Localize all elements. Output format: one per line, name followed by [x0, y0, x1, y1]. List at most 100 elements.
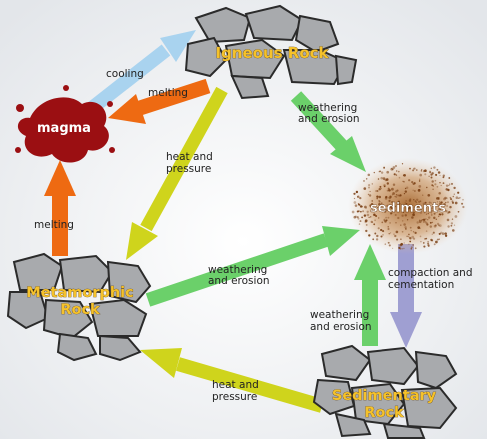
- sediment-speck: [432, 185, 434, 187]
- sediment-speck: [384, 220, 387, 223]
- sediment-speck: [409, 240, 412, 243]
- sediment-speck: [438, 200, 441, 203]
- sediment-speck: [434, 179, 437, 182]
- sediment-speck: [372, 206, 375, 209]
- sediment-speck: [390, 206, 394, 210]
- label-compaction-2: cementation: [388, 279, 454, 291]
- sediment-speck: [414, 247, 417, 250]
- sediment-speck: [452, 229, 455, 232]
- sediment-speck: [450, 224, 453, 227]
- sediment-speck: [389, 206, 391, 209]
- sediment-speck: [444, 196, 447, 200]
- sediment-speck: [365, 223, 368, 226]
- sediment-speck: [445, 184, 449, 187]
- sediment-speck: [448, 184, 450, 187]
- sediment-speck: [436, 201, 439, 203]
- sediment-speck: [427, 242, 430, 245]
- sediment-speck: [439, 206, 442, 210]
- sediment-speck: [417, 189, 421, 192]
- sediment-speck: [377, 178, 380, 180]
- sediment-speck: [392, 192, 395, 195]
- sediment-speck: [403, 223, 406, 226]
- sediment-speck: [383, 210, 387, 213]
- sediment-speck: [353, 192, 356, 195]
- label-weathering-bot-1: weathering: [310, 309, 369, 321]
- sediment-speck: [380, 235, 383, 238]
- sediment-speck: [404, 190, 408, 193]
- sediment-speck: [436, 168, 439, 171]
- sediment-speck: [436, 222, 440, 226]
- sediment-speck: [394, 210, 396, 212]
- sediment-speck: [388, 199, 391, 202]
- sediment-speck: [361, 205, 363, 208]
- sediment-speck: [382, 230, 385, 233]
- sediment-speck: [434, 207, 437, 209]
- arrow-compaction: [390, 244, 422, 348]
- sediment-speck: [413, 211, 415, 214]
- sediment-speck: [380, 176, 383, 180]
- sediment-speck: [408, 233, 410, 236]
- sediment-speck: [368, 184, 371, 187]
- sediment-speck: [422, 169, 426, 173]
- sediment-speck: [411, 208, 414, 211]
- sediment-speck: [455, 196, 459, 200]
- sediment-speck: [402, 211, 405, 214]
- igneous-rock-label: Igneous Rock: [215, 44, 329, 62]
- sediment-speck: [394, 234, 397, 238]
- sediment-speck: [358, 210, 360, 212]
- sediment-speck: [379, 185, 382, 188]
- sediment-speck: [407, 235, 410, 238]
- sediment-speck: [413, 167, 415, 170]
- sediment-speck: [416, 204, 420, 207]
- sediment-speck: [387, 216, 390, 219]
- sediment-speck: [429, 170, 431, 172]
- sediment-speck: [398, 246, 401, 250]
- sediment-speck: [447, 201, 449, 203]
- sediment-speck: [374, 219, 377, 222]
- sediment-speck: [393, 173, 396, 176]
- sediment-speck: [395, 222, 397, 224]
- arrow-melting-top: [108, 78, 211, 124]
- sediment-speck: [369, 190, 371, 193]
- sediment-speck: [408, 243, 410, 245]
- sediment-speck: [437, 207, 440, 211]
- sediment-speck: [380, 187, 382, 190]
- sediment-speck: [419, 178, 421, 180]
- sediment-speck: [406, 235, 408, 237]
- sediment-speck: [419, 173, 423, 177]
- arrow-cooling: [87, 30, 196, 114]
- sediment-speck: [383, 184, 386, 187]
- sediment-speck: [402, 220, 404, 222]
- sediment-speck: [356, 216, 359, 219]
- sediment-speck: [368, 216, 370, 219]
- sediment-speck: [429, 225, 433, 228]
- sediment-speck: [422, 220, 425, 223]
- metamorphic-rock-label-line2: Rock: [60, 302, 100, 318]
- sediment-speck: [411, 204, 413, 207]
- arrow-weathering-bot: [354, 244, 386, 346]
- sediment-speck: [421, 169, 423, 171]
- sediment-speck: [430, 167, 433, 170]
- sediment-speck: [370, 210, 373, 213]
- sediment-speck: [433, 243, 436, 246]
- sediment-speck: [410, 229, 412, 232]
- sediment-speck: [405, 200, 407, 202]
- sediment-speck: [444, 232, 447, 235]
- label-compaction-1: compaction and: [388, 267, 473, 279]
- sediment-speck: [376, 190, 379, 192]
- label-heat-top-1: heat and: [166, 151, 213, 163]
- sediment-speck: [365, 229, 368, 233]
- sediment-speck: [388, 189, 392, 192]
- sediment-speck: [432, 188, 434, 191]
- sediment-speck: [353, 197, 356, 200]
- sediment-speck: [406, 219, 409, 221]
- sediment-speck: [409, 237, 412, 240]
- sediment-speck: [382, 177, 386, 180]
- sediment-speck: [430, 238, 433, 242]
- sediment-speck: [431, 206, 434, 208]
- sediment-speck: [397, 200, 400, 203]
- sediment-speck: [394, 195, 396, 198]
- sedimentary-rock-label-line1: Sedimentary: [332, 388, 437, 404]
- sediment-speck: [387, 227, 390, 231]
